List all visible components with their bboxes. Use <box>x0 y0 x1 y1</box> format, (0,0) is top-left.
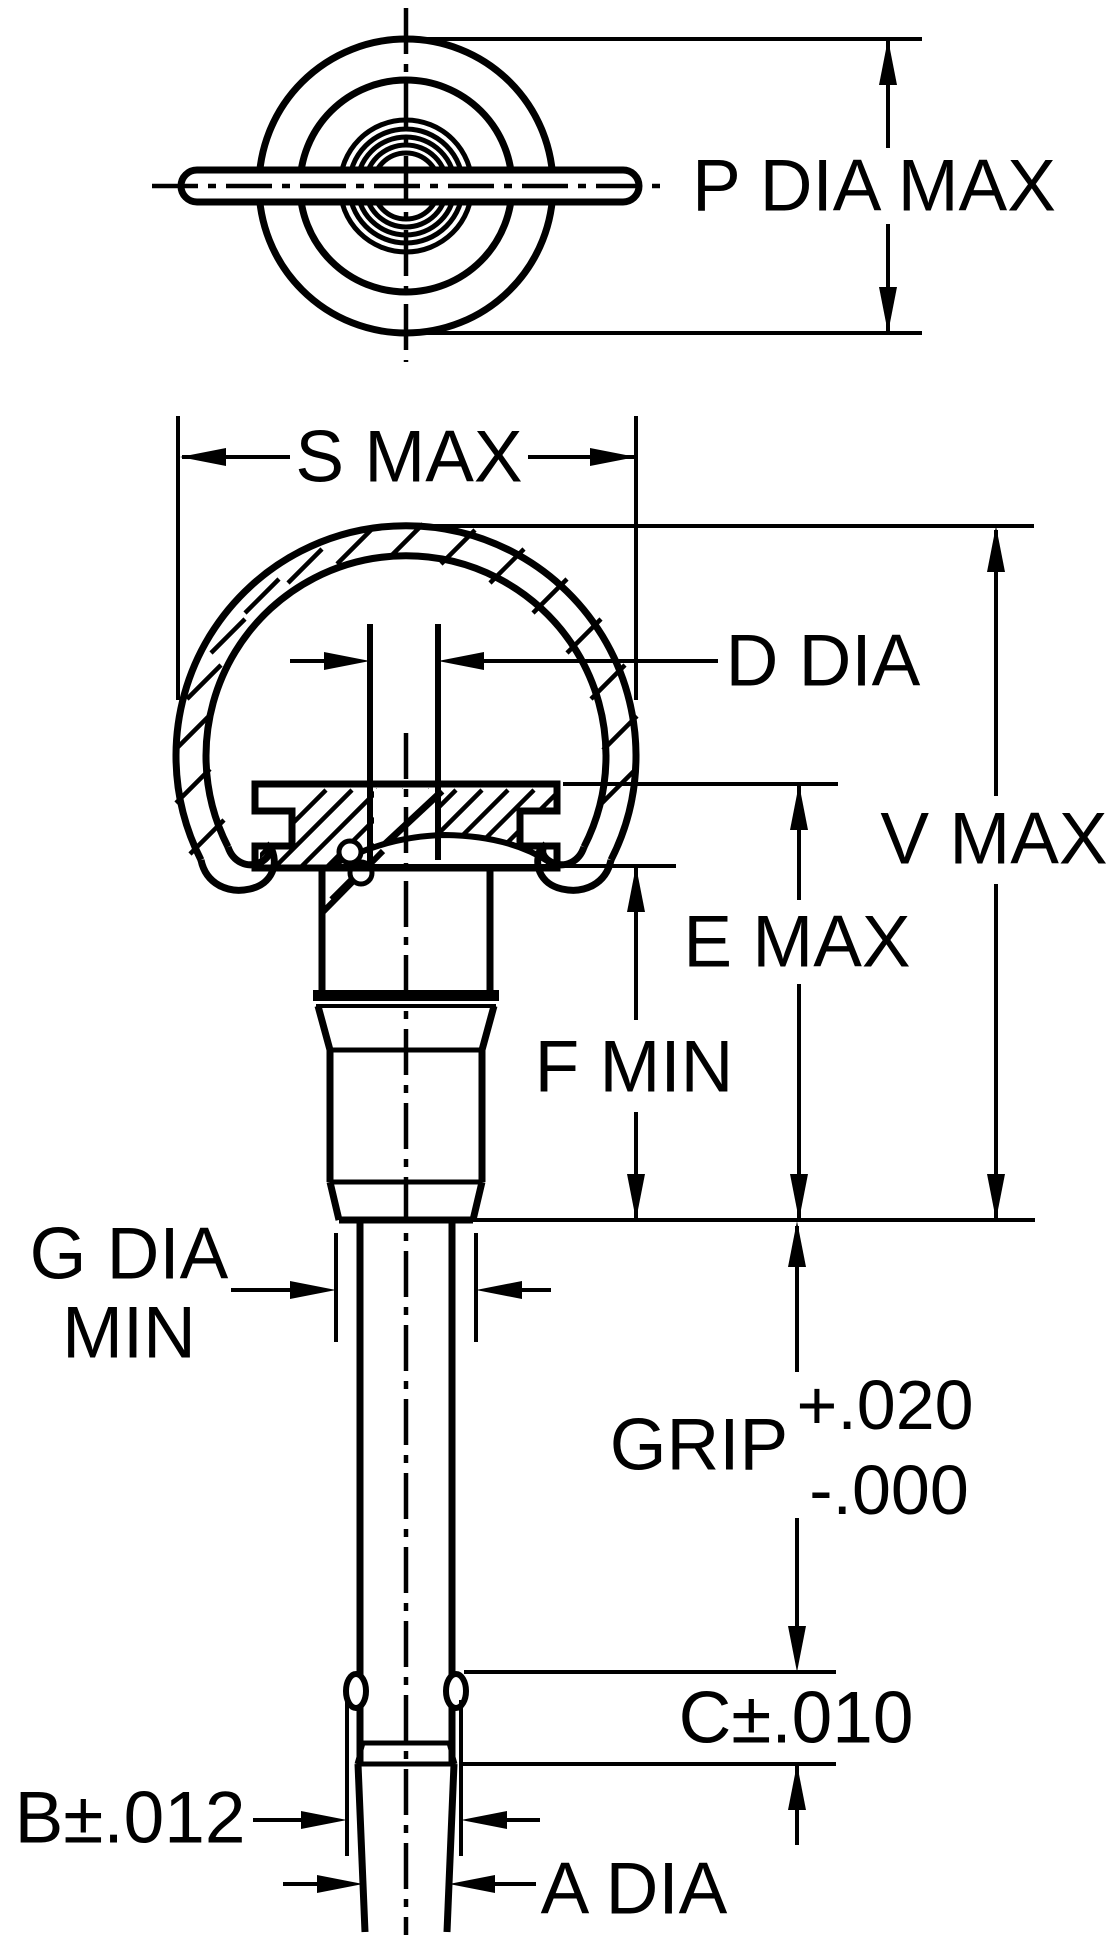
tip-left-wall <box>354 1763 369 1933</box>
top-view <box>152 8 661 362</box>
label-p-dia-max: P DIA MAX <box>692 146 1056 227</box>
collar-groove-right <box>522 812 556 845</box>
dimension-f-min <box>563 864 676 1220</box>
dome-outer-profile <box>172 522 640 862</box>
dome-left-curl-outer <box>197 844 278 894</box>
dimension-b <box>253 1700 540 1856</box>
label-grip-tolerance-lower: -.000 <box>809 1451 969 1529</box>
label-grip: GRIP <box>610 1405 788 1486</box>
label-v-max: V MAX <box>880 799 1107 880</box>
dome-right-curl-outer <box>534 844 615 894</box>
label-g-dia: G DIA <box>30 1214 229 1295</box>
collar-groove-left <box>256 812 290 845</box>
label-b-dimension: B±.012 <box>15 1778 246 1859</box>
label-d-dia: D DIA <box>726 621 921 702</box>
label-s-max: S MAX <box>295 417 522 498</box>
label-c-dimension: C±.010 <box>679 1678 914 1759</box>
dome-right-curl-inner <box>539 841 588 869</box>
locking-ball-right <box>443 1671 469 1711</box>
side-view <box>172 522 640 1935</box>
dimension-e-max <box>563 782 838 1220</box>
spindle-stem <box>367 624 441 864</box>
locking-ball-left <box>343 1671 369 1711</box>
dome-handle <box>172 522 640 894</box>
pin-shank <box>343 1220 469 1933</box>
dimension-c <box>462 1670 836 1845</box>
label-e-max: E MAX <box>683 902 910 983</box>
label-f-min: F MIN <box>535 1027 734 1108</box>
dimension-s-max <box>176 416 638 700</box>
label-a-dia: A DIA <box>541 1849 728 1930</box>
dimension-v-max <box>420 524 1034 1220</box>
dome-inner-profile <box>202 552 610 849</box>
tip-chamfer <box>354 1742 458 1765</box>
dimension-d-dia <box>290 652 718 670</box>
dome-left-curl-inner <box>224 841 273 869</box>
label-g-dia-min: MIN <box>62 1293 196 1374</box>
dimension-p-dia <box>410 37 922 335</box>
dome-shell-hatching <box>173 522 639 856</box>
dimension-a-dia <box>283 1875 536 1893</box>
tip-right-wall <box>443 1763 458 1933</box>
label-grip-tolerance-upper: +.020 <box>796 1366 973 1444</box>
dimension-grip <box>788 1221 806 1672</box>
dimension-g-dia <box>231 1233 551 1342</box>
collar-outline <box>251 780 561 872</box>
